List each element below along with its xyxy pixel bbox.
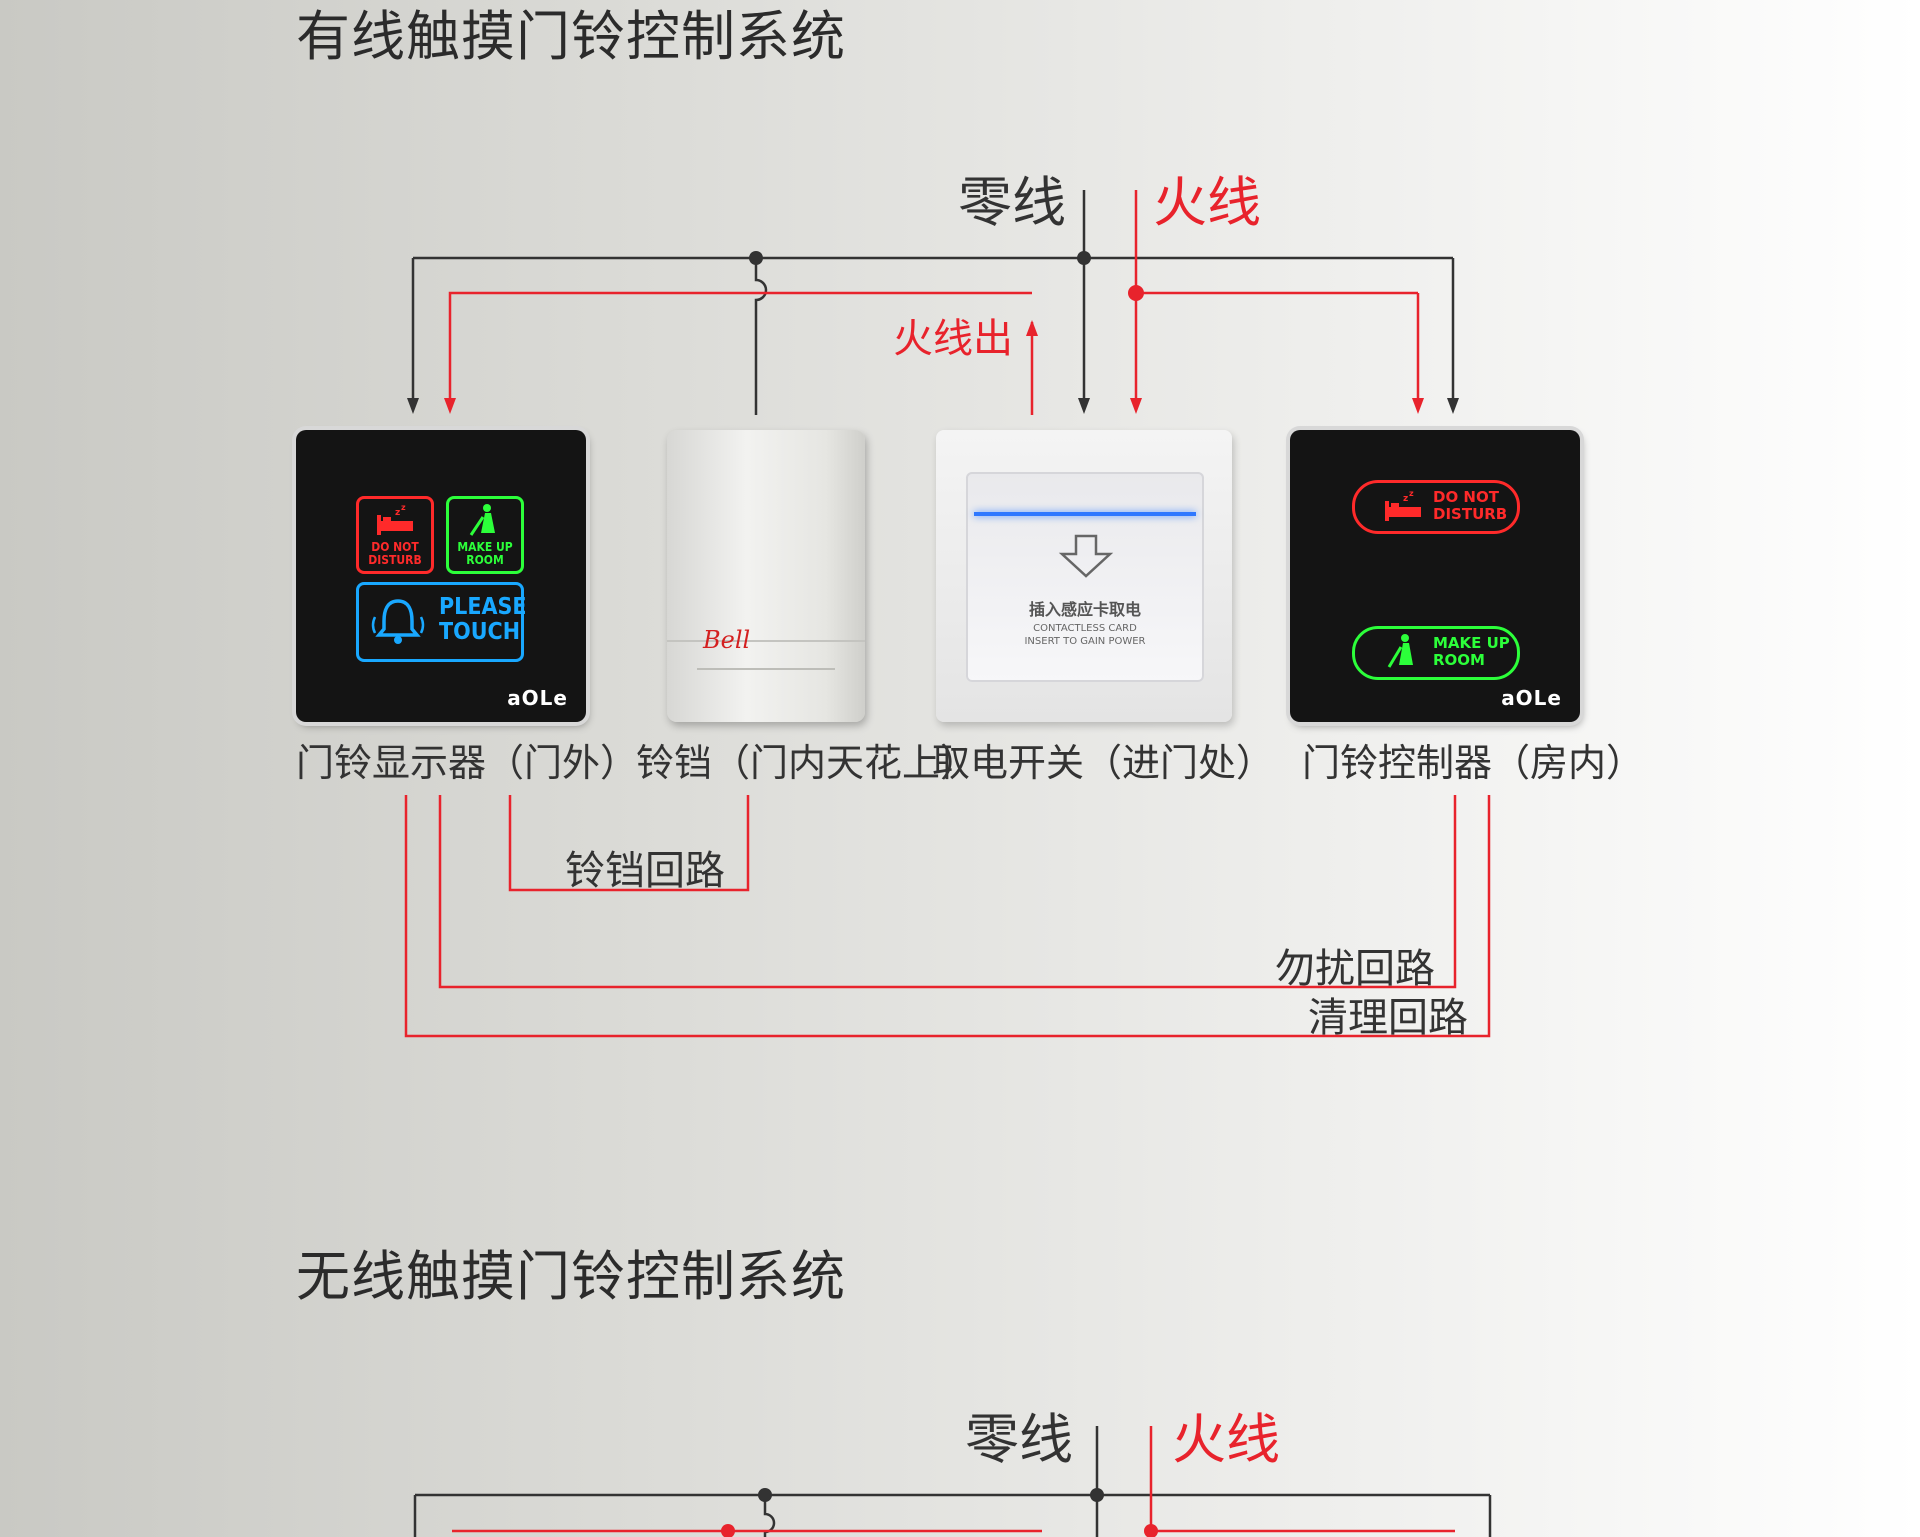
device-caption-power-switch: 取电开关（进门处） [932, 741, 1275, 785]
bell-line1: PLEASE [439, 594, 527, 620]
live-wire [448, 190, 1420, 415]
bell-icon [371, 599, 425, 644]
bell-divider-line [667, 640, 865, 642]
device-caption-display: 门铃显示器（门外） [296, 741, 639, 785]
svg-text:z: z [1409, 489, 1414, 498]
dnd-line1: DO NOT [371, 540, 419, 554]
brand-logo: aOLe [1501, 686, 1562, 710]
svg-text:z: z [401, 503, 406, 512]
arrow-live-right [1412, 398, 1424, 414]
mur-line2: ROOM [466, 553, 504, 567]
brand-logo: aOLe [507, 686, 568, 710]
device-caption-controller: 门铃控制器（房内） [1302, 741, 1645, 785]
wireless-junction-live-2 [1144, 1524, 1158, 1537]
arrow-live-out [1026, 320, 1038, 336]
sleeping-bed-icon: z z [1385, 489, 1421, 521]
wireless-live-wire [452, 1426, 1455, 1537]
bell-loop-label: 铃铛回路 [565, 848, 725, 894]
svg-text:z: z [395, 508, 400, 518]
neutral-wire [411, 190, 1455, 415]
dnd-loop-label: 勿扰回路 [1275, 946, 1435, 992]
card-slot-text-cn: 插入感应卡取电 [1028, 600, 1141, 619]
dnd-loop-wire [438, 795, 1457, 989]
device-caption-bell: 铃铛（门内天花上） [636, 741, 979, 785]
clean-loop-wire [404, 795, 1491, 1038]
pill-mur-line1: MAKE UP [1433, 634, 1510, 652]
wireless-junction-neutral-2 [1090, 1488, 1104, 1502]
arrow-neutral-switch [1078, 398, 1090, 414]
cleaning-person-icon [469, 504, 495, 536]
arrow-live-left [444, 398, 456, 414]
bell-line2: TOUCH [439, 619, 521, 645]
arrow-neutral-left [407, 398, 419, 414]
wireless-junction-live-1 [721, 1524, 735, 1537]
junction-live [1128, 285, 1144, 301]
card-slot-light [974, 512, 1196, 516]
card-slot-plate: 插入感应卡取电 CONTACTLESS CARD INSERT TO GAIN … [966, 472, 1204, 682]
live-label: 火线 [1153, 171, 1261, 234]
loop-wires [404, 795, 1491, 1038]
junction-neutral-1 [749, 251, 763, 265]
bell-brand: Bell [703, 626, 751, 654]
pill-dnd-line1: DO NOT [1433, 488, 1499, 506]
insert-arrow-down-icon [1058, 534, 1114, 578]
live-arrows [444, 320, 1424, 414]
mur-line1: MAKE UP [457, 540, 513, 554]
wireless-junction-neutral-1 [758, 1488, 772, 1502]
pill-dnd-line2: DISTURB [1433, 505, 1508, 523]
wireless-neutral-wire [413, 1426, 1492, 1537]
live-out-label: 火线出 [893, 316, 1013, 362]
neutral-arrows [407, 398, 1459, 414]
neutral-label: 零线 [958, 171, 1066, 234]
bell-chime-unit: Bell [667, 430, 865, 722]
wireless-neutral-label: 零线 [965, 1408, 1073, 1471]
card-power-switch: 插入感应卡取电 CONTACTLESS CARD INSERT TO GAIN … [936, 430, 1232, 722]
svg-text:z: z [1403, 494, 1408, 504]
bell-loop-wire [508, 795, 750, 892]
sleeping-bed-icon: z z [377, 503, 413, 535]
arrow-neutral-right [1447, 398, 1459, 414]
cleaning-person-icon [1387, 634, 1413, 668]
wireless-live-label: 火线 [1172, 1408, 1280, 1471]
pill-mur-line2: ROOM [1433, 651, 1485, 669]
clean-loop-label: 清理回路 [1308, 995, 1468, 1041]
junction-neutral-2 [1077, 251, 1091, 265]
section-title-wireless: 无线触摸门铃控制系统 [296, 1245, 846, 1308]
section-title-wired: 有线触摸门铃控制系统 [296, 5, 846, 68]
dnd-line2: DISTURB [368, 553, 422, 567]
card-slot-text-en2: INSERT TO GAIN POWER [1024, 636, 1146, 647]
bell-slot [697, 668, 835, 670]
arrow-live-switch [1130, 398, 1142, 414]
card-slot-text-en1: CONTACTLESS CARD [1033, 623, 1137, 634]
